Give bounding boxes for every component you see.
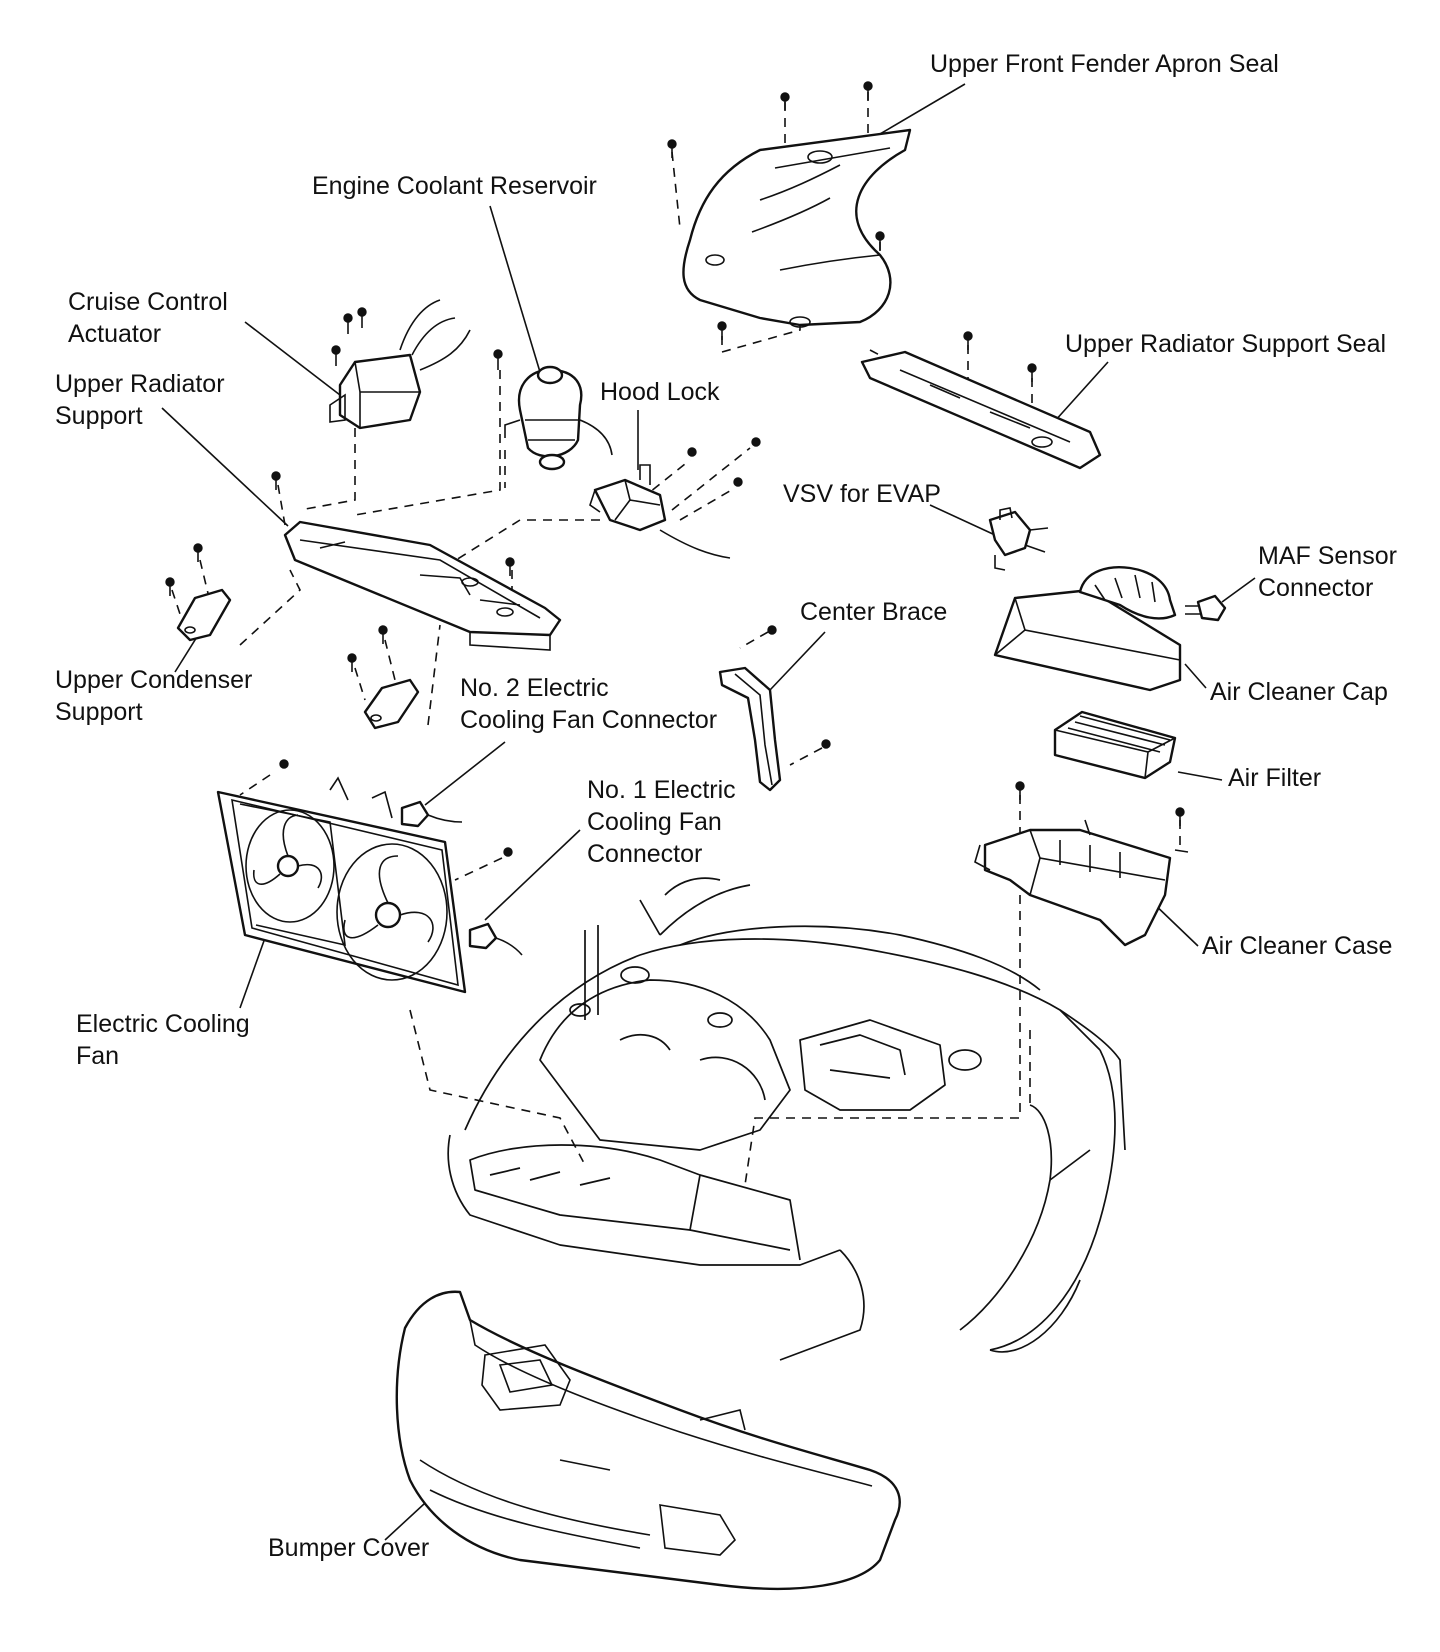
no1-cooling-fan-connector [468,922,523,956]
bolt-icon [780,92,790,110]
bolt-icon [1175,807,1185,826]
label-center-brace: Center Brace [800,598,947,626]
bolt-icon [165,577,175,596]
bolt-icon [347,653,357,672]
maf-sensor-connector [1185,594,1227,622]
bolt-icon [357,307,367,328]
label-upper-condenser-support: Upper Condenser Support [55,666,259,726]
label-cruise-control-actuator: Cruise Control Actuator [68,288,235,348]
dash-brace-bolt-2 [789,747,823,766]
cruise-control-actuator [329,299,471,430]
label-bumper-cover: Bumper Cover [268,1534,429,1562]
label-no1-cooling-fan-connector: No. 1 Electric Cooling Fan Connector [587,776,743,868]
engine-coolant-reservoir [504,365,613,471]
leader-upper-radiator-support [161,407,289,527]
air-cleaner-case [974,819,1189,947]
bolt-icon [863,81,873,100]
label-engine-coolant-reservoir: Engine Coolant Reservoir [312,172,597,200]
upper-condenser-support-left [176,588,232,642]
bolt-icon [343,313,353,334]
dash-apron-bolt-5 [721,312,801,354]
leader-vsv-for-evap [929,504,996,536]
bolt-icon [271,471,281,490]
bolt-icon [963,331,973,350]
air-filter [1053,710,1177,780]
bolt-icon [875,231,885,250]
leader-maf-sensor-connector [1221,577,1256,603]
air-cleaner-cap [993,566,1182,692]
bolt-icon [667,139,677,158]
dash-case-to-car [744,895,1021,1186]
bumper-cover [395,1290,901,1590]
dash-reservoir [354,370,501,516]
bolt-icon [1027,363,1037,382]
hood-lock [589,464,731,559]
part-labels: Upper Front Fender Apron Seal Engine Coo… [55,50,1404,1562]
dash-condenser-bolt-1 [199,559,213,611]
center-brace [718,666,782,792]
dash-brace-bolt-1 [739,631,769,649]
upper-condenser-support-right [363,678,420,730]
upper-radiator-support [283,520,562,651]
upper-front-fender-apron-seal [682,128,912,328]
dash-support-bolt [277,484,286,526]
leader-air-cleaner-cap [1184,663,1207,689]
label-air-cleaner-case: Air Cleaner Case [1202,932,1392,960]
bolt-icon [279,759,289,769]
leader-no1-cooling-fan-connector [484,829,581,921]
leader-upper-front-fender-apron-seal [879,83,966,135]
bolt-icon [331,345,341,366]
bolt-icon [1015,781,1025,800]
car-body [447,877,1126,1361]
label-electric-cooling-fan: Electric Cooling Fan [76,1010,257,1070]
bolt-icon [751,437,761,447]
dash-actuator [299,428,356,511]
dash-condenser-bolt-4 [384,639,396,681]
dash-condenser-bolt-2 [171,589,183,621]
upper-radiator-support-seal [860,350,1102,470]
bolt-icon [717,321,727,340]
dash-apron-bolt-3 [671,151,681,229]
dash-hood-lock-bolt-2 [671,447,751,511]
vsv-for-evap [988,507,1049,571]
label-upper-radiator-support-seal: Upper Radiator Support Seal [1065,330,1386,358]
no2-cooling-fan-connector [400,800,463,828]
label-upper-front-fender-apron-seal: Upper Front Fender Apron Seal [930,50,1279,78]
dash-condenser-bolt-3 [354,667,366,701]
dash-hood-lock-bolt-1 [639,459,691,501]
dash-condenser-1 [239,569,301,646]
label-hood-lock: Hood Lock [600,378,720,406]
dash-fan-bolt-2 [454,857,503,881]
label-no2-cooling-fan-connector: No. 2 Electric Cooling Fan Connector [460,674,717,734]
bolt-icon [505,557,515,576]
label-vsv-for-evap: VSV for EVAP [783,480,941,508]
dash-fan-to-car [409,1009,586,1166]
label-air-filter: Air Filter [1228,764,1321,792]
dash-hood-lock-bolt-3 [679,487,736,521]
label-maf-sensor-connector: MAF Sensor Connector [1258,542,1404,602]
bolt-icon [733,477,743,487]
bolt-icon [378,625,388,644]
bolts [165,81,1185,857]
bolt-icon [687,447,697,457]
label-air-cleaner-cap: Air Cleaner Cap [1210,678,1388,706]
label-upper-radiator-support: Upper Radiator Support [55,370,231,430]
dash-condenser-2 [427,624,441,726]
dash-fan-bolt-1 [239,774,271,796]
leader-no2-cooling-fan-connector [424,741,506,806]
electric-cooling-fan [216,776,467,994]
bolt-icon [821,739,831,749]
bolt-icon [503,847,513,857]
bolt-icon [193,543,203,562]
leader-center-brace [769,631,826,691]
bolt-icon [493,349,503,370]
leader-cruise-control-actuator [244,321,341,396]
leader-air-filter [1177,771,1223,781]
leader-engine-coolant-reservoir [489,205,541,373]
dash-hood-lock [439,519,600,600]
bolt-icon [767,625,777,635]
